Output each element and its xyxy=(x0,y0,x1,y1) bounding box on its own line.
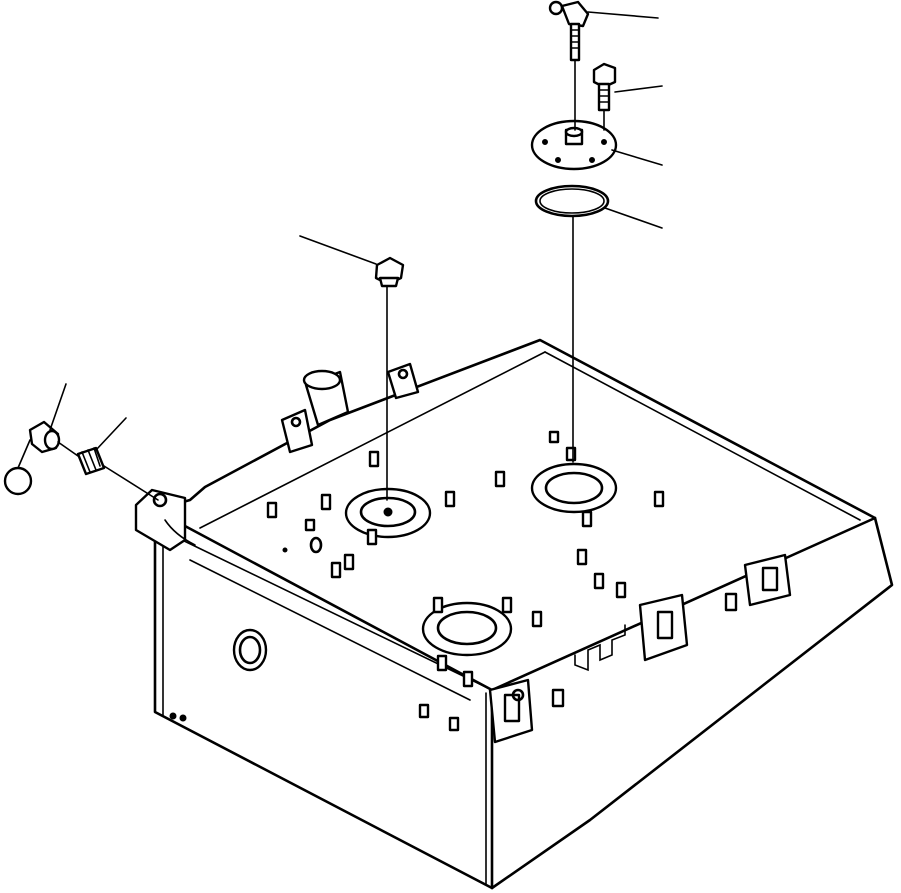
assembly-lines xyxy=(57,59,605,501)
float-ball xyxy=(3,439,33,496)
leader-o-ring xyxy=(604,207,663,229)
mounting-bolt xyxy=(592,62,617,112)
o-ring xyxy=(534,184,610,218)
left-bracket xyxy=(134,488,187,552)
callout-leaders xyxy=(49,11,663,451)
leader-cover-plate xyxy=(611,149,663,166)
leader-elbow-left xyxy=(49,383,67,431)
leader-filler-plug xyxy=(299,235,377,265)
leader-bolt xyxy=(614,85,663,93)
elbow-fitting-left xyxy=(28,420,61,454)
leader-elbow-top xyxy=(587,11,659,19)
leader-hose-adapter xyxy=(95,417,127,451)
tank-body xyxy=(134,338,894,890)
elbow-fitting-top xyxy=(548,0,590,62)
top-port-front xyxy=(421,601,513,657)
filler-plug xyxy=(374,256,405,288)
hose-adapter xyxy=(76,446,106,476)
cover-plate xyxy=(530,119,618,171)
tank-front-face xyxy=(153,508,494,890)
top-port-right xyxy=(530,462,618,514)
top-studs xyxy=(266,430,665,688)
top-port-left xyxy=(344,487,432,539)
